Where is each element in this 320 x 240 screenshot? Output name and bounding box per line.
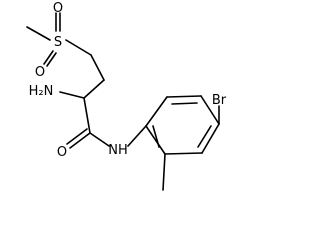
atom-carbonyl-oxygen: O: [57, 145, 67, 160]
bond-methyl-sulfur: [26, 26, 51, 41]
bond-ring-inner-1: [171, 102, 198, 105]
bond-ring-5: [164, 152, 203, 155]
bond-sulfur-ch2: [65, 39, 92, 56]
bond-carbonyl-nh: [89, 132, 110, 147]
atom-sulfur: S: [54, 35, 62, 50]
bond-ring-4: [201, 123, 220, 154]
bond-alpha-carbonyl: [83, 97, 91, 134]
bond-ring-inner-3: [152, 125, 160, 148]
atom-bromine: Br: [212, 93, 227, 108]
bond-ring-1: [145, 96, 168, 127]
bond-ring-6: [145, 125, 166, 155]
chemical-structure: S O O H₂N O NH Br: [26, 1, 227, 191]
bond-s-o-bottom-a: [43, 50, 54, 65]
atom-oxygen-top: O: [53, 1, 63, 16]
atom-labels: S O O H₂N O NH Br: [29, 1, 227, 160]
bond-ch2-ch2: [90, 54, 105, 81]
atom-amide-nitrogen: NH: [108, 143, 128, 158]
bond-nh-ring: [127, 125, 147, 147]
bond-ring-inner-2: [197, 125, 212, 148]
bond-ring-3: [200, 95, 220, 125]
bond-ch2-alpha: [83, 79, 105, 99]
bond-alpha-amine: [59, 91, 85, 99]
bond-carbonyl-o-a: [69, 132, 91, 149]
bonds: [26, 12, 220, 191]
bond-ring-2: [166, 95, 202, 98]
bond-carbonyl-o-b: [66, 128, 88, 145]
atom-amine: H₂N: [29, 84, 54, 99]
atom-oxygen-bottom: O: [35, 65, 45, 80]
bond-ring-methyl: [162, 153, 166, 191]
bond-s-o-bottom-b: [46, 52, 57, 67]
